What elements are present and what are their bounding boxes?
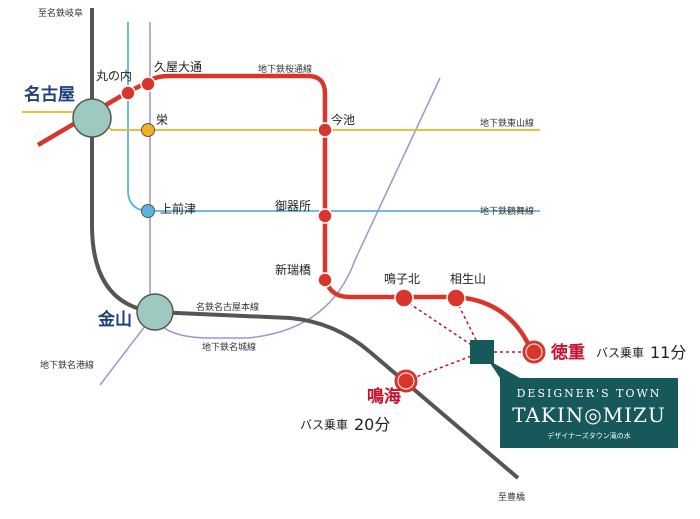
site-marker [470,340,494,364]
station-aioiyama-dot [446,288,466,308]
station-hisaya-odori-dot [140,76,156,92]
station-kamimaezu-dot [141,204,155,218]
label-tsurumai: 地下鉄鶴舞線 [480,205,534,217]
logo-box [500,378,678,448]
tokushige-bus-minutes: 11分 [650,343,686,362]
station-narukokita-dot [394,288,414,308]
label-nagoya: 名古屋 [24,84,75,105]
kanayama-hub [136,293,174,331]
station-shinmizuhashi-dot [317,272,333,288]
station-gokiso-dot [317,208,333,224]
label-imaike: 今池 [331,112,355,127]
label-narukokita: 鳴子北 [384,272,420,286]
label-sakuradori: 地下鉄桜通線 [258,63,312,75]
nagoya-hub [72,98,112,138]
label-meijo: 地下鉄名城線 [202,341,256,353]
label-higashiyama: 地下鉄東山線 [480,117,534,129]
sakuradori-line [36,73,535,353]
narumi-bus-label: バス乗車 [300,418,348,432]
label-sakae: 栄 [156,113,168,127]
red-stations [120,76,466,308]
label-meiko: 地下鉄名港線 [40,359,94,371]
terminus-south: 至豊橋 [498,491,525,503]
station-imaike-dot [317,122,333,138]
terminus-north: 至名鉄岐阜 [38,7,83,19]
label-kamimaezu: 上前津 [160,201,196,216]
station-sakae-dot [141,123,155,137]
label-narumi: 鳴海 [367,386,401,407]
label-gokiso: 御器所 [275,198,311,213]
tokushige-ring [525,343,543,361]
label-meitetsu: 名鉄名古屋本線 [196,301,259,313]
tokushige-bus-label: バス乗車 [596,346,644,360]
label-shinmizuhashi: 新瑞橋 [275,262,311,277]
label-hisaya-odori: 久屋大通 [154,60,202,74]
label-marunouchi: 丸の内 [96,69,132,83]
logo-pointer [488,360,520,378]
label-aioiyama: 相生山 [450,272,486,286]
bus-connections [403,299,530,381]
logo-line1: DESIGNER'S TOWN [517,387,662,400]
label-kanayama: 金山 [97,309,132,330]
station-marunouchi-dot [120,85,136,101]
label-tokushige: 徳重 [550,342,585,363]
narumi-ring [397,372,415,390]
narumi-bus-minutes: 20分 [354,415,390,434]
logo-line2: TAKIN◎MIZU [512,403,666,427]
logo-line3: デザイナーズタウン滝の水 [547,431,631,440]
